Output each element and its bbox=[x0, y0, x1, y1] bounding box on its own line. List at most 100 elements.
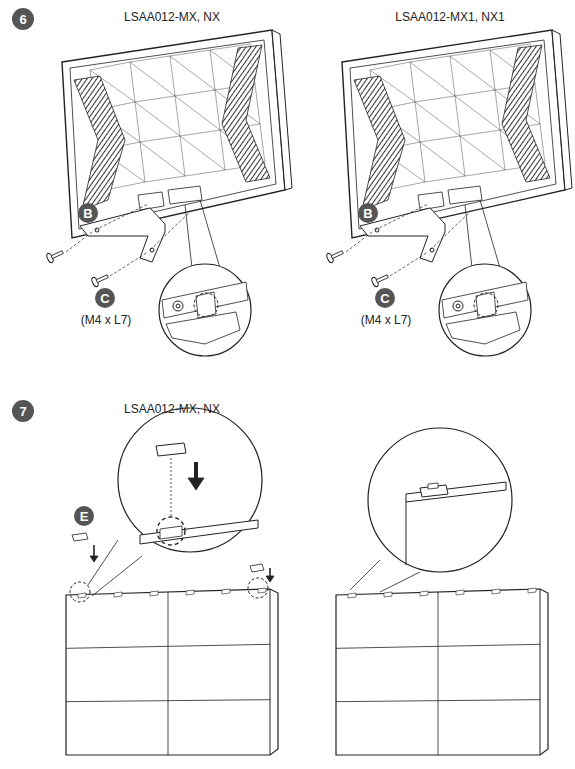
guide-line bbox=[95, 204, 148, 230]
plate bbox=[72, 533, 88, 541]
highlight bbox=[248, 578, 268, 598]
arrow-head bbox=[90, 556, 98, 562]
latch bbox=[196, 292, 216, 318]
video-wall bbox=[66, 408, 278, 755]
mount-block bbox=[168, 186, 202, 204]
cabinet-frame bbox=[62, 30, 285, 238]
callout-letter: C bbox=[100, 292, 109, 305]
lattice bbox=[460, 136, 465, 176]
guide-line bbox=[346, 232, 372, 252]
lattice bbox=[420, 136, 460, 142]
lattice bbox=[185, 170, 225, 176]
cabinet-edge bbox=[406, 502, 407, 565]
cabinet-top bbox=[406, 482, 506, 502]
screw bbox=[371, 272, 390, 288]
screw bbox=[91, 272, 110, 288]
lattice bbox=[460, 130, 500, 136]
pin-block bbox=[428, 483, 438, 489]
dimension: (M4 x L7) bbox=[81, 313, 132, 327]
cabinet-back bbox=[46, 30, 292, 356]
callout-letter: 6 bbox=[19, 13, 26, 26]
callout-number: 6 bbox=[12, 8, 34, 30]
lattice bbox=[415, 102, 420, 142]
magnifier-circle bbox=[439, 264, 531, 356]
guide-line bbox=[390, 252, 428, 276]
lattice bbox=[130, 56, 170, 62]
wall-edge bbox=[270, 589, 271, 755]
lattice bbox=[255, 84, 260, 124]
highlight bbox=[194, 293, 218, 317]
top-latch bbox=[384, 592, 392, 597]
lattice bbox=[455, 96, 460, 136]
lattice bbox=[170, 56, 175, 96]
lattice bbox=[465, 170, 505, 176]
top-latch bbox=[186, 590, 194, 595]
latch bbox=[476, 292, 496, 318]
bracket-hole bbox=[430, 248, 434, 252]
lattice bbox=[210, 50, 215, 90]
top-latch bbox=[348, 593, 356, 598]
lattice bbox=[370, 62, 410, 70]
callout-letter: B bbox=[363, 207, 372, 220]
lattice bbox=[450, 56, 495, 90]
callout-number: B bbox=[358, 203, 378, 223]
cabinet-frame bbox=[342, 30, 565, 238]
leader-line bbox=[350, 560, 380, 590]
lattice bbox=[170, 50, 210, 56]
top-latch bbox=[492, 589, 500, 594]
lattice bbox=[535, 84, 540, 124]
lattice bbox=[415, 96, 455, 102]
lattice bbox=[460, 136, 505, 170]
hole bbox=[173, 301, 183, 311]
down-arrow bbox=[194, 462, 198, 480]
screw-shaft bbox=[376, 275, 388, 283]
cabinet-edge bbox=[552, 30, 572, 190]
lattice bbox=[130, 62, 135, 102]
dimension: (M4 x L7) bbox=[361, 313, 412, 327]
highlight bbox=[474, 293, 498, 317]
lattice bbox=[495, 90, 500, 130]
bracket-detail bbox=[166, 312, 240, 344]
side-band bbox=[502, 45, 550, 182]
cabinet-seam bbox=[168, 592, 169, 755]
side-band bbox=[354, 76, 405, 210]
guide-line bbox=[375, 204, 428, 230]
lattice bbox=[135, 96, 175, 102]
top-latch bbox=[150, 591, 158, 596]
arrow-head bbox=[266, 576, 274, 582]
arrow-head bbox=[188, 478, 204, 490]
lattice bbox=[175, 96, 220, 130]
cabinet-inner bbox=[70, 40, 276, 229]
wall-outline bbox=[336, 589, 548, 755]
lattice bbox=[500, 130, 505, 170]
screw-shaft bbox=[96, 275, 108, 283]
guide-line bbox=[66, 232, 92, 252]
hole bbox=[176, 304, 180, 308]
callout-number: C bbox=[375, 288, 395, 308]
lattice bbox=[175, 90, 215, 96]
hole bbox=[453, 301, 463, 311]
lattice bbox=[420, 142, 465, 176]
cabinet-back bbox=[326, 30, 572, 356]
highlight bbox=[70, 582, 90, 602]
lattice bbox=[410, 62, 415, 102]
top-latch bbox=[456, 590, 464, 595]
callout-letter: C bbox=[380, 292, 389, 305]
guide-line bbox=[171, 458, 172, 516]
callout-number: E bbox=[74, 506, 94, 526]
lattice bbox=[135, 102, 140, 142]
lattice bbox=[420, 142, 425, 182]
label-text: LSAA012-MX, NX bbox=[124, 10, 220, 24]
guide-line bbox=[430, 212, 470, 250]
label-text: LSAA012-MX, NX bbox=[124, 402, 220, 416]
lattice bbox=[140, 142, 185, 176]
callout-number: 7 bbox=[12, 400, 34, 422]
lattice bbox=[180, 136, 185, 176]
lattice bbox=[410, 62, 455, 96]
callout-letter: 7 bbox=[19, 405, 26, 418]
lattice bbox=[415, 102, 460, 136]
lattice bbox=[455, 96, 500, 130]
lattice bbox=[175, 96, 180, 136]
video-wall bbox=[336, 428, 548, 755]
lattice bbox=[490, 50, 495, 90]
